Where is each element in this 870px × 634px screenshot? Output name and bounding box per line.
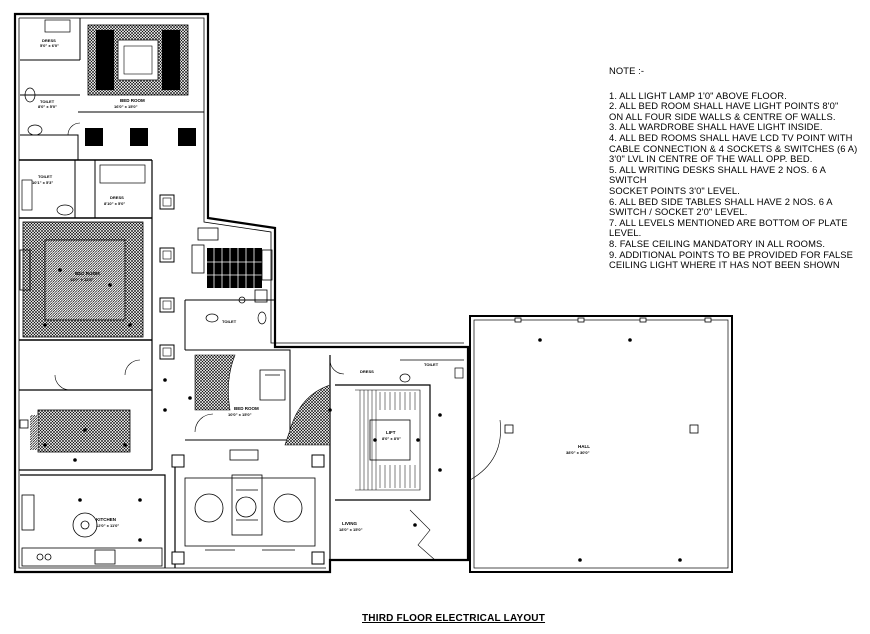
room-size-lift: 8'0" x 8'0" — [382, 436, 401, 441]
hall-light-marks — [504, 317, 712, 434]
note-item: 4. ALL BED ROOMS SHALL HAVE LCD TV POINT… — [609, 131, 858, 165]
note-item: 1. ALL LIGHT LAMP 1'0" ABOVE FLOOR. — [609, 89, 787, 101]
doors — [54, 122, 501, 561]
room-size-bed-room-3: 10'0" x 15'0" — [228, 412, 252, 417]
room-name-toilet-4: TOILET — [424, 362, 439, 367]
room-name-toilet-2: TOILET — [38, 174, 53, 179]
note-item: 3. ALL WARDROBE SHALL HAVE LIGHT INSIDE. — [609, 121, 823, 133]
note-item: 7. ALL LEVELS MENTIONED ARE BOTTOM OF PL… — [609, 216, 848, 239]
toilet-fixtures — [21, 19, 464, 383]
room-size-toilet-2: 10'1" x 5'3" — [32, 180, 53, 185]
furniture-grid — [207, 248, 262, 288]
electrical-points — [43, 268, 682, 562]
room-size-dress-2: 8'10" x 5'0" — [104, 201, 125, 206]
note-item: 9. ADDITIONAL POINTS TO BE PROVIDED FOR … — [609, 248, 853, 271]
room-name-bed-room-1: BED ROOM — [120, 98, 145, 103]
furniture-dark — [30, 30, 262, 450]
room-size-bed-room-2: 15'0" x 14'0" — [70, 277, 94, 282]
room-size-toilet-1: 8'0" x 5'0" — [38, 104, 57, 109]
note-item: 6. ALL BED SIDE TABLES SHALL HAVE 2 NOS.… — [609, 195, 833, 218]
note-item: 5. ALL WRITING DESKS SHALL HAVE 2 NOS. 6… — [609, 163, 826, 196]
note-item: 2. ALL BED ROOM SHALL HAVE LIGHT POINTS … — [609, 100, 839, 122]
notes-list: 1. ALL LIGHT LAMP 1'0" ABOVE FLOOR. 2. A… — [609, 89, 864, 271]
room-name-toilet-1: TOILET — [40, 99, 55, 104]
room-name-toilet-3: TOILET — [222, 319, 237, 324]
room-size-bed-room-1: 16'0" x 15'0" — [114, 104, 138, 109]
note-item: 8. FALSE CEILING MANDATORY IN ALL ROOMS. — [609, 237, 826, 249]
ceiling-light-fixtures — [19, 194, 325, 565]
room-size-living: 18'0" x 15'0" — [339, 527, 363, 532]
room-name-dress-2: DRESS — [110, 195, 124, 200]
room-name-dress-top: DRESS — [42, 38, 56, 43]
room-size-dress-top: 5'0" x 6'0" — [40, 43, 59, 48]
hatched-areas — [22, 24, 331, 453]
room-labels: DRESS 5'0" x 6'0" BED ROOM 16'0" x 15'0"… — [32, 38, 590, 532]
bedroom-fixtures — [19, 227, 286, 401]
drawing-title: THIRD FLOOR ELECTRICAL LAYOUT — [362, 613, 546, 624]
room-size-hall: 38'0" x 30'0" — [566, 450, 590, 455]
room-name-lift: LIFT — [386, 430, 396, 435]
notes-panel: NOTE :- 1. ALL LIGHT LAMP 1'0" ABOVE FLO… — [609, 65, 864, 271]
kitchen-fixtures — [21, 494, 163, 567]
room-name-kitchen: KITCHEN — [96, 517, 116, 522]
room-size-kitchen: 12'0" x 11'0" — [96, 523, 119, 528]
notes-title: NOTE :- — [609, 65, 645, 76]
room-name-hall: HALL — [578, 444, 590, 449]
room-name-dress-3: DRESS — [360, 369, 374, 374]
room-name-living: LIVING — [342, 521, 358, 526]
living-furniture — [184, 449, 316, 551]
staircase — [359, 390, 416, 490]
room-name-bed-room-2: BED ROOM — [75, 271, 100, 276]
room-name-bed-room-3: BED ROOM — [234, 406, 259, 411]
